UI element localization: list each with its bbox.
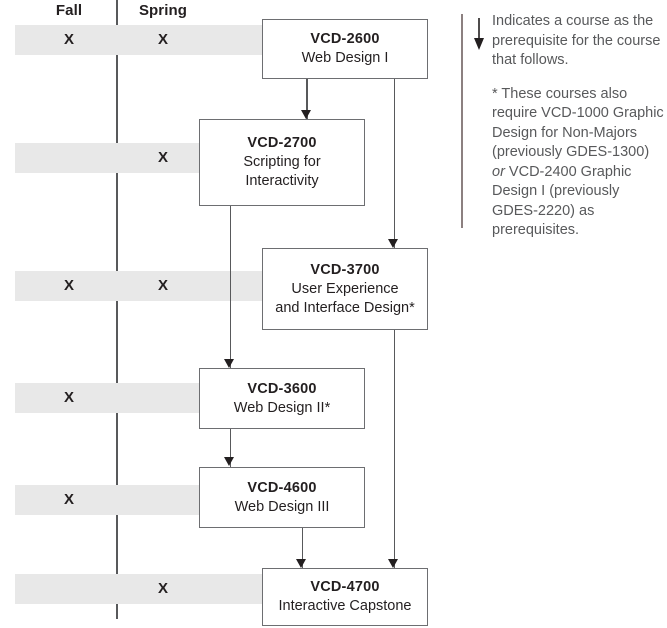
column-divider xyxy=(116,0,118,619)
course-title-vcd-3700-line2: and Interface Design* xyxy=(275,299,415,316)
offering-row-vcd-4600 xyxy=(15,485,199,515)
course-box-vcd-2600[interactable]: VCD-2600 Web Design I xyxy=(262,19,428,79)
connector-2700-to-3600 xyxy=(229,206,232,368)
course-code-vcd-4600: VCD-4600 xyxy=(247,479,317,496)
offering-mark-vcd-3600-fall: X xyxy=(63,389,74,406)
down-arrow-icon xyxy=(474,18,484,50)
course-box-vcd-4600[interactable]: VCD-4600 Web Design III xyxy=(199,467,365,528)
column-header-fall: Fall xyxy=(55,2,83,19)
connector-3600-to-4600 xyxy=(229,429,232,467)
connector-3700-to-4700 xyxy=(393,330,396,568)
connector-2600-to-3700 xyxy=(393,78,396,248)
course-title-vcd-2700-line2: Interactivity xyxy=(245,173,319,189)
course-code-vcd-4700: VCD-4700 xyxy=(310,579,380,595)
arrowhead-3600-to-4600 xyxy=(224,457,235,466)
offering-row-vcd-4700 xyxy=(15,574,262,604)
legend-footnote-part2: VCD-2400 Graphic Design I (previously GD… xyxy=(492,163,632,239)
course-box-vcd-3700[interactable]: VCD-3700 User Experience and Interface D… xyxy=(262,248,428,330)
arrowhead-3700-to-4700 xyxy=(388,559,399,568)
course-box-vcd-3600[interactable]: VCD-3600 Web Design II* xyxy=(199,368,365,429)
column-header-spring: Spring xyxy=(138,2,188,19)
course-code-vcd-3700: VCD-3700 xyxy=(310,261,380,278)
legend-arrow-note: Indicates a course as the prerequisite f… xyxy=(492,13,661,68)
course-box-vcd-4700[interactable]: VCD-4700 Interactive Capstone xyxy=(262,568,428,626)
offering-row-vcd-2600 xyxy=(15,25,262,55)
course-box-vcd-2700[interactable]: VCD-2700 Scripting for Interactivity xyxy=(199,119,365,206)
arrowhead-2700-to-3600 xyxy=(224,359,235,368)
course-code-vcd-3600: VCD-3600 xyxy=(247,380,317,397)
course-title-vcd-4600: Web Design III xyxy=(234,498,330,515)
offering-row-vcd-3600 xyxy=(15,383,199,413)
course-code-vcd-2700: VCD-2700 xyxy=(247,135,317,151)
legend-text-block: Indicates a course as the prerequisite f… xyxy=(492,12,664,255)
offering-mark-vcd-2600-spring: X xyxy=(157,31,168,48)
offering-mark-vcd-3700-fall: X xyxy=(63,277,74,294)
offering-mark-vcd-4700-spring: X xyxy=(157,580,168,597)
arrowhead-2600-to-3700 xyxy=(388,239,399,248)
legend-footnote-part1: * These courses also require VCD-1000 Gr… xyxy=(492,85,664,161)
connector-2600-to-2700 xyxy=(306,78,308,119)
offering-mark-vcd-2600-fall: X xyxy=(63,31,74,48)
course-title-vcd-2600: Web Design I xyxy=(301,50,389,66)
arrowhead-4600-to-4700 xyxy=(296,559,307,568)
connector-4600-to-4700 xyxy=(301,528,304,568)
offering-mark-vcd-4600-fall: X xyxy=(63,491,74,508)
course-title-vcd-3600: Web Design II* xyxy=(233,399,331,416)
offering-mark-vcd-3700-spring: X xyxy=(157,277,168,294)
course-code-vcd-2600: VCD-2600 xyxy=(310,31,380,47)
offering-mark-vcd-2700-spring: X xyxy=(157,149,168,166)
course-title-vcd-2700-line1: Scripting for xyxy=(243,154,321,170)
course-title-vcd-3700-line1: User Experience xyxy=(291,280,399,297)
legend-footnote: * These courses also require VCD-1000 Gr… xyxy=(492,85,664,241)
legend-footnote-emphasis: or xyxy=(492,163,505,180)
offering-row-vcd-3700 xyxy=(15,271,262,301)
arrowhead-2600-to-2700 xyxy=(300,110,311,119)
legend-vertical-rule xyxy=(461,14,463,228)
course-title-vcd-4700: Interactive Capstone xyxy=(278,598,412,614)
